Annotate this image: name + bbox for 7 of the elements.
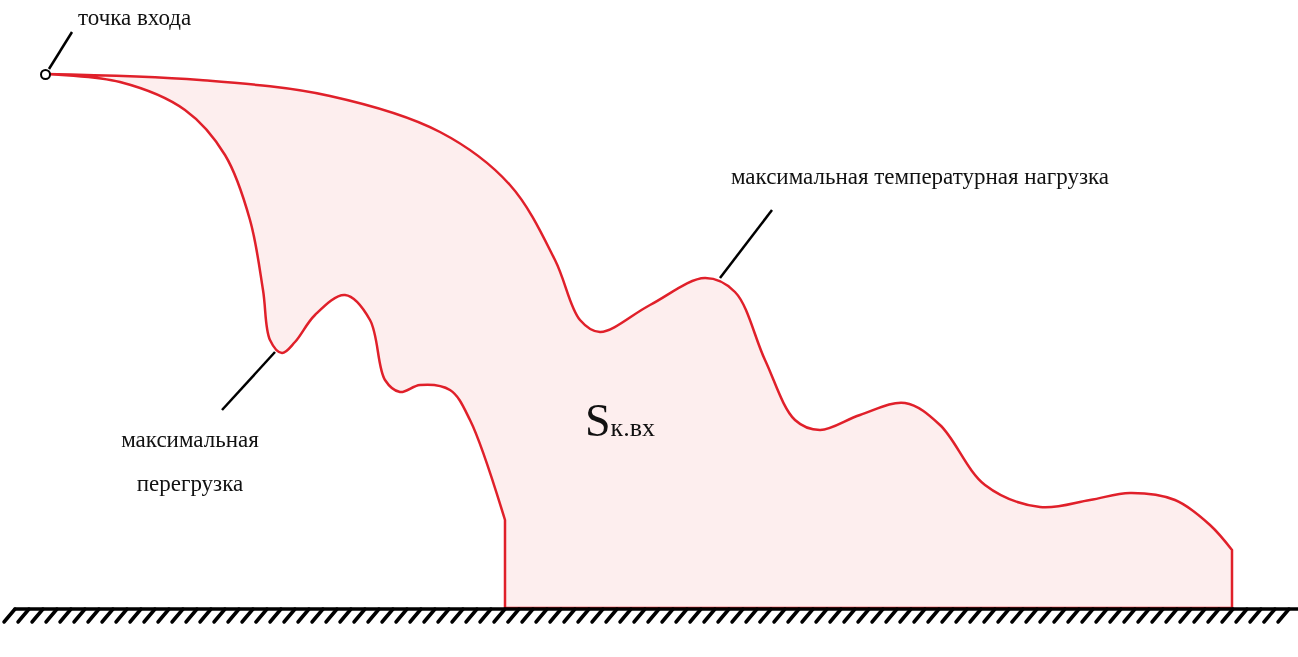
circle-marker: [40, 69, 51, 80]
callout-label: максимальная перегрузка: [90, 418, 290, 498]
leader-line: [719, 209, 773, 279]
callout-label: точка входа: [78, 4, 248, 36]
callout-label: максимальная температурная нагрузка: [725, 158, 1115, 232]
leader-line: [221, 351, 276, 411]
leader-line: [47, 31, 74, 70]
